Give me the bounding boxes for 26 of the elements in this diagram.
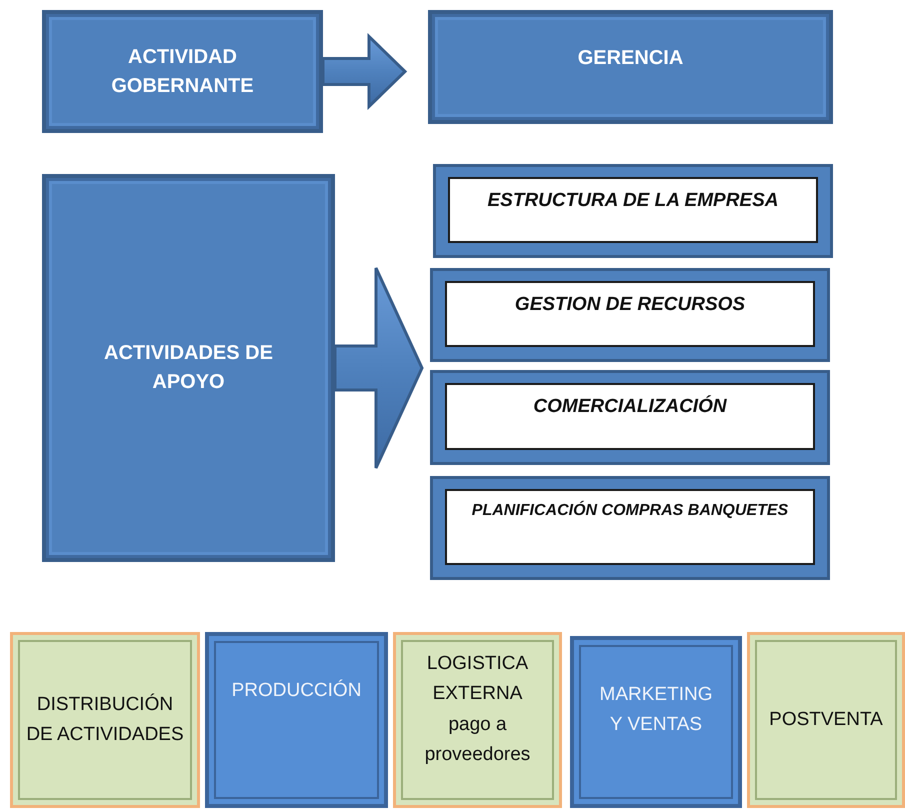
block-arrow [334,266,424,470]
box-label: DISTRIBUCIÓN DE ACTIVIDADES [25,692,185,747]
activity-box [747,632,905,808]
activity-box [42,10,323,133]
process-box [430,476,830,580]
box-label: GERENCIA [578,46,684,71]
block-arrow [322,32,408,110]
box-label: POSTVENTA [769,708,883,732]
box-label: ESTRUCTURA DE LA EMPRESA [488,189,778,213]
box-label: LOGISTICA EXTERNA pago a proveedores [424,652,532,768]
box-label: PRODUCCIÓN [232,678,362,703]
box-label: MARKETING Y VENTAS [598,683,714,738]
box-label: COMERCIALIZACIÓN [533,394,727,419]
box-label: PLANIFICACIÓN COMPRAS BANQUETES [472,500,788,521]
activity-box [205,632,388,808]
activity-box [42,174,335,562]
activity-box [570,636,742,808]
box-label: GESTION DE RECURSOS [514,293,746,317]
box-label: ACTIVIDAD GOBERNANTE [110,44,255,98]
activity-box [428,10,833,124]
box-label: ACTIVIDADES DE APOYO [103,341,274,395]
process-box [430,370,830,465]
process-box [433,164,833,258]
activity-box [393,632,562,808]
process-box [430,268,830,362]
activity-box [10,632,200,808]
